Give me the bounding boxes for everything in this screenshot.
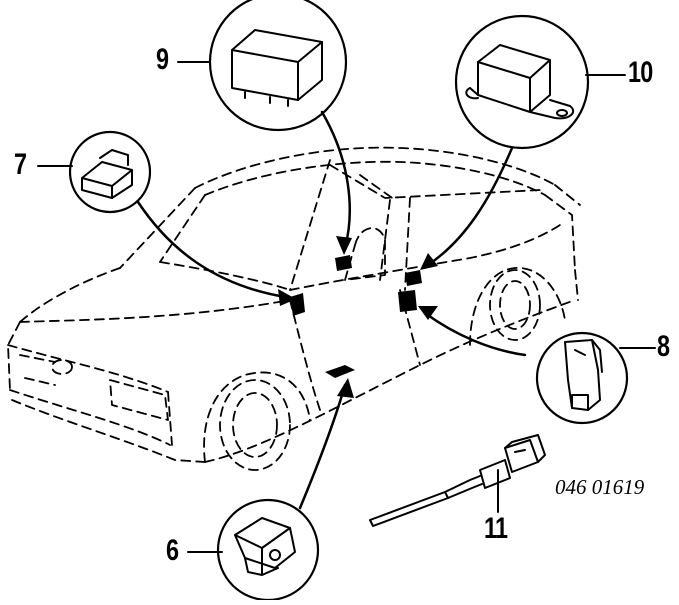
callout-10: 10	[628, 56, 653, 89]
arrow-heads	[278, 236, 438, 398]
callout-9: 9	[156, 43, 169, 76]
detail-circle-10	[454, 14, 590, 150]
detail-circle-8	[535, 331, 629, 425]
callout-6: 6	[166, 534, 179, 567]
detail-circle-9	[208, 0, 348, 132]
car-outline	[7, 146, 581, 471]
callout-lines	[37, 61, 656, 553]
component-markers	[290, 255, 422, 378]
detail-circle-7	[68, 130, 152, 214]
callout-7: 7	[14, 148, 27, 181]
callout-8: 8	[657, 330, 670, 363]
leader-arrows	[136, 110, 527, 510]
callout-11: 11	[484, 512, 508, 545]
sensor-11	[369, 434, 546, 527]
detail-circle-6	[216, 498, 320, 602]
reference-code: 046 01619	[555, 475, 645, 499]
